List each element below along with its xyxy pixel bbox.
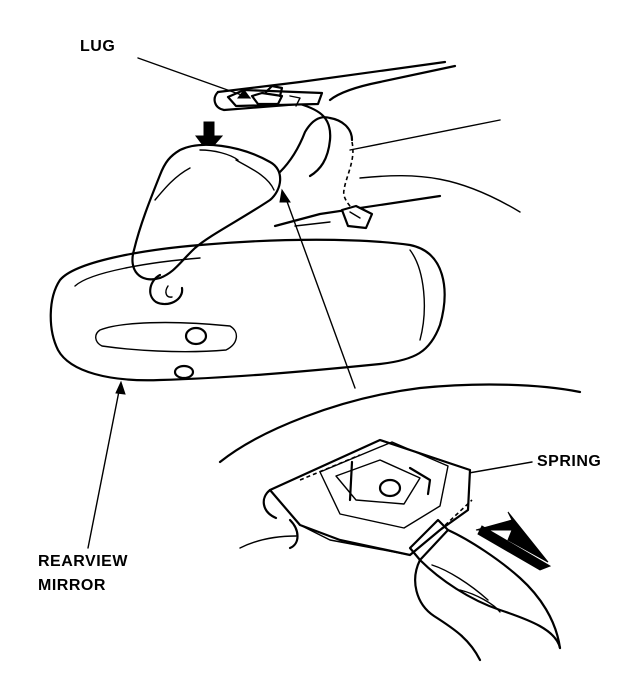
hand-with-tool [239, 518, 562, 662]
rearview-label: REARVIEW [38, 553, 128, 570]
spring-label: SPRING [537, 453, 602, 470]
lug-label: LUG [80, 38, 116, 55]
roof-header-panel [213, 60, 521, 228]
mirror-label: MIRROR [38, 577, 106, 594]
wire-harness [278, 116, 374, 230]
push-direction-arrow [475, 511, 552, 571]
rearview-mirror-body [49, 238, 446, 382]
leader-lines [87, 57, 533, 549]
windshield-edge [218, 383, 582, 464]
mount-base-detail [262, 438, 473, 557]
mirror-stem [131, 143, 282, 306]
mount-base-lug [226, 84, 324, 108]
